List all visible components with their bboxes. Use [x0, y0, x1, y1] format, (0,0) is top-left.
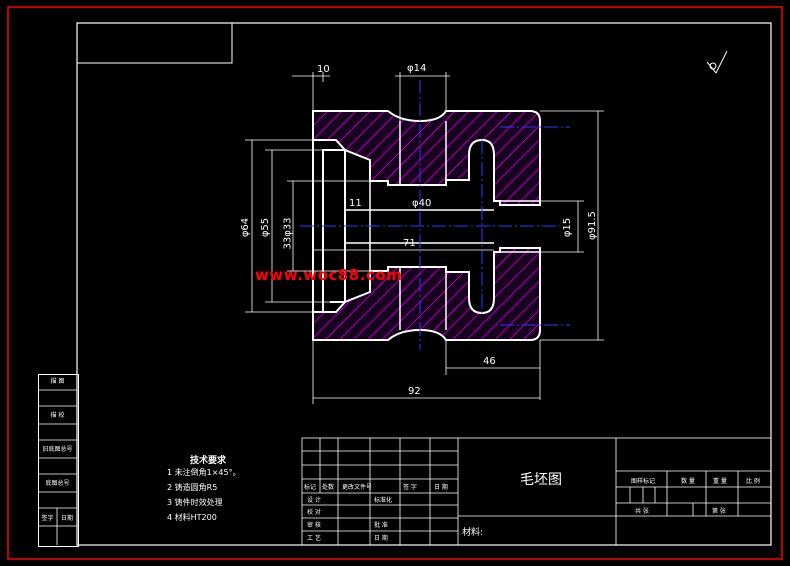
outer-border: [7, 6, 783, 560]
dim-left-outer: φ64: [240, 217, 252, 238]
left-strip-row: 旧底图总号: [42, 446, 73, 453]
approve-label: 批 准: [374, 522, 388, 529]
sign-row: 设 计: [307, 497, 321, 504]
date-label: 日 期: [374, 535, 388, 542]
center-lines: [300, 80, 570, 350]
upper-section: [312, 110, 541, 206]
tech-req-title: 技术要求: [190, 456, 227, 466]
left-strip-row: 底图总号: [45, 480, 70, 487]
tech-req-item: 1 未注倒角1×45°。: [167, 468, 241, 477]
right-header-cell: 重 量: [713, 478, 727, 485]
right-header-cell: 比 例: [746, 478, 760, 485]
dim-left-mid: φ55: [260, 217, 272, 238]
material-label: 材料:: [462, 528, 484, 538]
dim-left-inner: 33φ33: [282, 217, 294, 250]
dim-bore: φ40: [412, 198, 432, 209]
left-strip-date: 日期: [60, 515, 73, 522]
dim-length-inner: 71: [403, 238, 416, 249]
header-cell: 日 期: [434, 484, 448, 491]
std-label: 标准化: [374, 497, 393, 504]
right-header-cell: 图样标记: [631, 478, 656, 485]
sign-row: 校 对: [307, 509, 321, 516]
code-box: [76, 22, 233, 64]
dim-top-dia: φ14: [407, 63, 427, 74]
dim-inner-short: 11: [349, 198, 362, 209]
header-cell: 标记: [304, 484, 317, 491]
tech-req-item: 3 铸件时效处理: [167, 498, 223, 507]
tech-req-item: 2 铸造圆角R5: [167, 483, 218, 492]
header-cell: 处数: [322, 484, 335, 491]
watermark: www.woc88.com: [255, 266, 403, 284]
drawing-name: 毛坯图: [520, 472, 562, 488]
dim-bottom-right: 46: [483, 356, 496, 367]
sign-row: 工 艺: [307, 535, 321, 542]
dim-right-small: φ15: [562, 217, 574, 238]
sheet-num: 第 张: [712, 508, 726, 515]
sheet-total: 共 张: [635, 508, 649, 515]
dimension-lines: [245, 72, 604, 404]
left-strip-table: [38, 374, 79, 547]
dim-right-outer: φ91.5: [586, 211, 598, 240]
lower-section: [312, 247, 541, 341]
tech-req-item: 4 材料HT200: [167, 513, 217, 522]
left-strip-row: 描 校: [50, 412, 65, 419]
dim-bottom-total: 92: [408, 386, 421, 397]
right-header-cell: 数 量: [681, 478, 695, 485]
left-strip-row: 描 图: [50, 378, 65, 385]
left-strip-sign: 签字: [41, 515, 54, 522]
sign-row: 审 核: [307, 522, 321, 529]
header-cell: 更改文件号: [342, 484, 373, 491]
dim-top-left: 10: [317, 64, 330, 75]
header-cell: 签 字: [403, 484, 417, 491]
surface-roughness-icon: [706, 50, 728, 74]
